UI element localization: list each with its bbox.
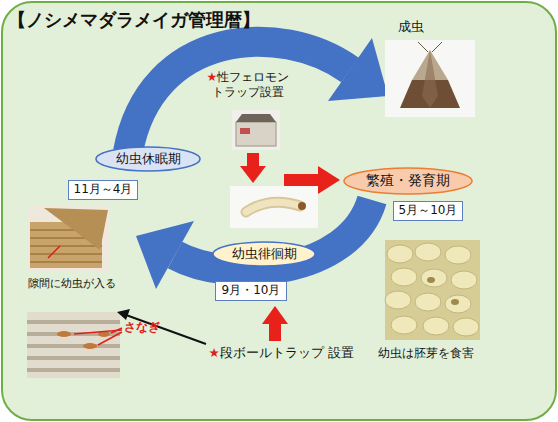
rice-photo-part [427,277,435,283]
red-arrow-down-part [240,166,266,183]
pheromone-trap-photo-part [236,122,276,146]
larva-photo-part [298,202,306,210]
moth-photo-part [422,50,438,108]
rice-photo-part [453,318,479,336]
pupa-photo-part [57,331,71,337]
rice-photo-part [387,245,413,263]
rice-photo-part [423,317,449,335]
period-box: 5月～10月 [393,201,463,221]
larva-photo-part [246,202,300,212]
larva-photo-part [246,202,300,212]
rice-photo-part [391,316,417,334]
rice-photo-part [445,295,471,313]
rice-photo-part [391,268,417,286]
cycle-arrow-top-part [128,42,350,152]
moth-photo-part [385,40,475,117]
oval-shape [213,242,315,266]
pupa-photo-part [83,343,97,349]
photo-caption: 隙間に幼虫が入る [28,276,138,291]
rice-photo-part [421,269,447,287]
diagram-title: 【ノシメマダラメイガ管理暦】 [8,8,260,32]
moth-photo [385,40,475,117]
pupa-photo-part [111,328,122,333]
moth-photo-part [432,42,442,52]
period-box: 11月～4月 [68,180,138,200]
rice-photo-part [451,271,477,289]
cycle-arrow-bottom-part [136,221,194,289]
pheromone-trap-photo-part [232,110,280,150]
red-arrow-up-part [262,306,288,324]
cycle-arrow-bottom [136,200,372,289]
trap-note: ★段ボールトラップ 設置 [186,345,376,360]
rice-photo-part [415,293,441,311]
trap-note: ★性フェロモン トラップ設置 [202,70,294,100]
pupa-photo-part [27,322,120,370]
node-label: 9月・10月 [222,284,281,297]
pheromone-trap-photo-part [236,114,276,122]
pheromone-trap-photo [232,110,280,150]
pupa-photo-part [98,332,122,345]
photo-caption: 成虫 [398,19,458,34]
cardboard-trap-photo-part [27,205,110,272]
cardboard-trap-photo [27,205,110,272]
pheromone-trap-photo-part [240,128,250,134]
stage-oval: 幼虫休眠期 [95,146,201,172]
larva-photo-part [230,186,318,228]
stage-oval: 幼虫徘徊期 [212,241,316,267]
red-arrow-up-part [269,323,281,341]
oval-shape [344,168,472,194]
rice-photo-part [445,246,471,264]
rice-photo-part [385,240,480,340]
red-arrow-right-part [284,174,318,186]
larva-photo [230,186,318,228]
rice-photo [385,240,480,340]
pupa-photo-part [27,312,120,378]
red-arrow-down-part [247,153,259,167]
node-label: 5月～10月 [399,204,458,217]
node-label: 幼虫徘徊期 [232,247,297,261]
cardboard-trap-photo-part [44,208,108,250]
moth-photo-part [418,42,428,52]
pointer-arrow-part [117,309,130,320]
stage-oval: 繁殖・発育期 [343,167,473,195]
pupa-photo [27,312,122,378]
cycle-arrow-top [128,38,388,152]
rice-photo-part [415,243,441,261]
oval-shape [96,147,200,171]
node-label: 幼虫休眠期 [116,152,181,166]
red-arrow-up [262,306,288,341]
photo-caption: 幼虫は胚芽を食害 [378,346,498,361]
rice-photo-part [451,299,459,305]
red-arrow-down [240,153,266,183]
node-label: 繁殖・発育期 [366,173,450,188]
cardboard-trap-photo-part [48,246,60,258]
node-label: 11月～4月 [74,183,133,196]
pupa-label: さなぎ [124,320,184,335]
red-arrow-right-part [318,166,340,194]
rice-photo-part [385,291,411,309]
cycle-arrow-top-part [328,38,388,101]
period-box: 9月・10月 [215,281,287,301]
pointer-arrow [117,309,206,344]
